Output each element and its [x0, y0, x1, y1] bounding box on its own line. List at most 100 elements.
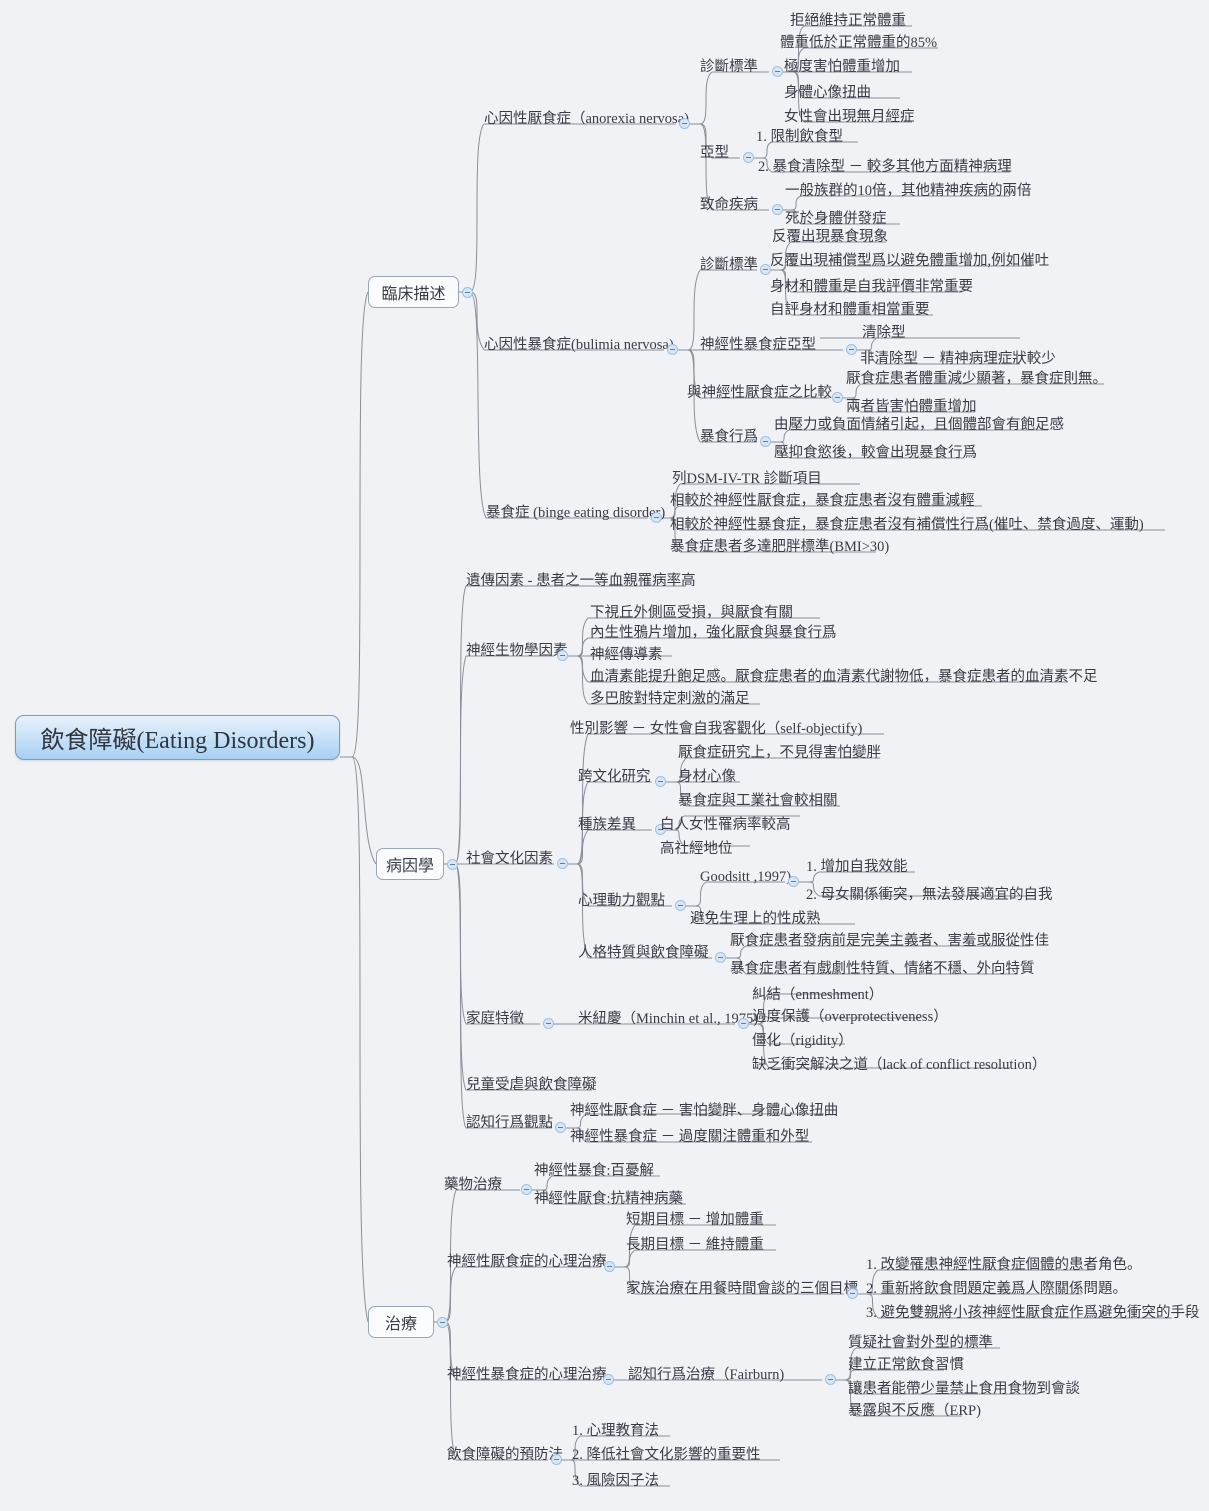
collapse-minus-icon-goodsitt[interactable] [788, 876, 799, 887]
collapse-minus-icon-cross-cultural[interactable] [655, 776, 666, 787]
branch-clinical-description[interactable]: 臨床描述 [368, 276, 459, 308]
node-bn-c3[interactable]: 身材和體重是自我評價非常重要 [770, 279, 973, 295]
collapse-minus-icon-bn-compare[interactable] [832, 392, 843, 403]
node-fairburn-4[interactable]: 暴露與不反應（ERP) [848, 1403, 981, 1419]
collapse-minus-icon-family[interactable] [543, 1018, 554, 1029]
collapse-minus-icon-bn-subtype[interactable] [846, 344, 857, 355]
node-bed-2[interactable]: 相較於神經性厭食症，暴食症患者沒有體重減輕 [670, 493, 975, 509]
node-nb-5[interactable]: 多巴胺對特定刺激的滿足 [590, 691, 750, 707]
node-an-subtype-2[interactable]: 2. 暴食清除型 － 較多其他方面精神病理 [758, 159, 1012, 175]
node-fairburn-2[interactable]: 建立正常飲食習慣 [848, 1357, 964, 1373]
collapse-minus-icon-an-subtype[interactable] [743, 152, 754, 163]
collapse-minus-icon-cbt-view[interactable] [555, 1122, 566, 1133]
branch-etiology[interactable]: 病因學 [376, 848, 444, 880]
node-cross-cultural-1[interactable]: 厭食症研究上，不見得害怕變胖 [678, 745, 881, 761]
node-an-subtype-1[interactable]: 1. 限制飲食型 [756, 129, 843, 145]
collapse-minus-icon-drug[interactable] [521, 1184, 532, 1195]
node-bn-c2[interactable]: 反覆出現補償型爲以避免體重增加,例如催吐 [770, 253, 1050, 269]
node-prevention[interactable]: 飲食障礙的預防法 [447, 1447, 563, 1463]
node-an-fatal-1[interactable]: 一般族群的10倍，其他精神疾病的兩倍 [785, 183, 1032, 199]
node-racial-differences[interactable]: 種族差異 [578, 817, 636, 833]
node-family-characteristics[interactable]: 家庭特徵 [466, 1011, 524, 1027]
node-anorexia-psychotherapy[interactable]: 神經性厭食症的心理治療 [447, 1254, 607, 1270]
node-bn-binge-behavior[interactable]: 暴食行爲 [700, 429, 758, 445]
collapse-minus-icon-prevention[interactable] [551, 1454, 562, 1465]
node-cbt-view-2[interactable]: 神經性暴食症 － 過度關注體重和外型 [570, 1129, 810, 1145]
node-nb-3[interactable]: 神經傳導素 [590, 647, 663, 663]
node-an-c4[interactable]: 身體心像扭曲 [784, 85, 871, 101]
node-an-c5[interactable]: 女性會出現無月經症 [784, 109, 915, 125]
node-bn-behavior-1[interactable]: 由壓力或負面情緒引起，且個體部會有飽足感 [774, 417, 1064, 433]
collapse-minus-icon-treatment[interactable] [437, 1317, 448, 1328]
node-prevention-2[interactable]: 2. 降低社會文化影響的重要性 [572, 1447, 761, 1463]
collapse-minus-icon-neurobio[interactable] [557, 650, 568, 661]
node-cross-cultural-3[interactable]: 暴食症與工業社會較相關 [678, 793, 838, 809]
collapse-minus-icon-psychodynamic[interactable] [675, 900, 686, 911]
node-family-2[interactable]: 過度保護（overprotectiveness） [752, 1009, 948, 1025]
collapse-minus-icon-family-therapy[interactable] [847, 1288, 858, 1299]
node-cbt-view-1[interactable]: 神經性厭食症 － 害怕變胖、身體心像扭曲 [570, 1103, 839, 1119]
collapse-minus-icon-bn-therapy[interactable] [603, 1374, 614, 1385]
node-an-therapy-long-goal[interactable]: 長期目標 － 維持體重 [626, 1237, 764, 1253]
collapse-minus-icon-personality[interactable] [715, 952, 726, 963]
node-an-fatal-2[interactable]: 死於身體併發症 [785, 211, 887, 227]
node-fairburn-3[interactable]: 讓患者能帶少量禁止食用食物到會談 [848, 1381, 1080, 1397]
node-family-therapy-goal-1[interactable]: 1. 改變罹患神經性厭食症個體的患者角色。 [866, 1257, 1142, 1273]
node-prevention-3[interactable]: 3. 風險因子法 [572, 1473, 659, 1489]
node-bed-4[interactable]: 暴食症患者多達肥胖標準(BMI>30) [670, 539, 890, 555]
node-neurobiological-factors[interactable]: 神經生物學因素 [466, 643, 568, 659]
node-family-3[interactable]: 僵化（rigidity） [752, 1033, 853, 1049]
node-personality-traits[interactable]: 人格特質與飲食障礙 [578, 945, 709, 961]
node-bn-subtype[interactable]: 神經性暴食症亞型 [700, 337, 816, 353]
node-bulimia-psychotherapy[interactable]: 神經性暴食症的心理治療 [447, 1367, 607, 1383]
node-bn-c1[interactable]: 反覆出現暴食現象 [772, 229, 888, 245]
node-an-c2[interactable]: 體重低於正常體重的85% [780, 35, 938, 51]
node-family-therapy-goal-2[interactable]: 2. 重新將飲食問題定義爲人際關係問題。 [866, 1281, 1127, 1297]
node-family-4[interactable]: 缺乏衝突解決之道（lack of conflict resolution） [752, 1057, 1047, 1073]
collapse-minus-icon-race[interactable] [655, 824, 666, 835]
collapse-minus-icon-bn-criteria[interactable] [760, 264, 771, 275]
node-goodsitt-1[interactable]: 1. 增加自我效能 [806, 859, 908, 875]
node-fairburn-1[interactable]: 質疑社會對外型的標準 [848, 1335, 993, 1351]
node-gender-influence[interactable]: 性別影響 － 女性會自我客觀化（self-objectify) [570, 721, 863, 737]
node-bn-compare-1[interactable]: 厭食症患者體重減少顯著，暴食症則無。 [846, 371, 1107, 387]
node-drug-therapy[interactable]: 藥物治療 [444, 1177, 502, 1193]
node-personality-2[interactable]: 暴食症患者有戲劇性特質、情緒不穩、外向特質 [730, 961, 1035, 977]
node-personality-1[interactable]: 厭食症患者發病前是完美主義者、害羞或服從性佳 [730, 933, 1049, 949]
node-drug-1[interactable]: 神經性暴食:百憂解 [534, 1163, 655, 1179]
collapse-minus-icon-an-therapy[interactable] [604, 1261, 615, 1272]
node-nb-1[interactable]: 下視丘外側區受損，與厭食有關 [590, 605, 793, 621]
node-bn-c4[interactable]: 自評身材和體重相當重要 [770, 302, 930, 318]
node-family-1[interactable]: 糾結（enmeshment） [752, 987, 884, 1003]
node-bn-comparison[interactable]: 與神經性厭食症之比較 [687, 385, 832, 401]
node-nb-4[interactable]: 血清素能提升飽足感。厭食症患者的血清素代謝物低，暴食症患者的血清素不足 [590, 669, 1098, 685]
node-bn-compare-2[interactable]: 兩者皆害怕體重增加 [846, 399, 977, 415]
node-fairburn-cbt[interactable]: 認知行爲治療（Fairburn) [628, 1367, 785, 1383]
collapse-minus-icon-an-fatal[interactable] [772, 204, 783, 215]
collapse-minus-icon-fairburn[interactable] [825, 1374, 836, 1385]
collapse-minus-icon-bn-behavior[interactable] [760, 436, 771, 447]
node-race-2[interactable]: 高社經地位 [660, 841, 733, 857]
node-minchin-citation[interactable]: 米紐慶（Minchin et al., 1975) [578, 1011, 759, 1027]
branch-treatment[interactable]: 治療 [368, 1306, 434, 1338]
collapse-minus-icon-minchin[interactable] [738, 1018, 749, 1029]
node-race-1[interactable]: 白人女性罹病率較高 [660, 817, 791, 833]
root-node[interactable]: 飲食障礙(Eating Disorders) [15, 715, 340, 760]
collapse-minus-icon-anorexia[interactable] [679, 118, 690, 129]
node-psychodynamic-view[interactable]: 心理動力觀點 [578, 893, 665, 909]
node-bulimia-nervosa[interactable]: 心因性暴食症(bulimia nervosa) [484, 337, 674, 353]
node-bn-subtype-1[interactable]: 清除型 [862, 325, 906, 341]
node-bed-1[interactable]: 列DSM-IV-TR 診斷項目 [672, 471, 822, 487]
node-bed-3[interactable]: 相較於神經性暴食症，暴食症患者沒有補償性行爲(催吐、禁食過度、運動) [670, 517, 1144, 533]
node-psychodynamic-2[interactable]: 避免生理上的性成熟 [690, 911, 821, 927]
node-bn-behavior-2[interactable]: 壓抑食慾後，較會出現暴食行爲 [774, 445, 977, 461]
node-prevention-1[interactable]: 1. 心理教育法 [572, 1423, 659, 1439]
collapse-minus-icon-etiology[interactable] [447, 859, 458, 870]
node-goodsitt-2[interactable]: 2. 母女關係衝突，無法發展適宜的自我 [806, 887, 1053, 903]
node-genetic-factors[interactable]: 遺傳因素 - 患者之一等血親罹病率高 [466, 573, 696, 589]
node-bn-subtype-2[interactable]: 非清除型 － 精神病理症狀較少 [860, 351, 1056, 367]
collapse-minus-icon-bulimia[interactable] [667, 344, 678, 355]
node-cross-cultural-research[interactable]: 跨文化研究 [578, 769, 651, 785]
node-binge-eating-disorder[interactable]: 暴食症 (binge eating disorder) [486, 505, 666, 521]
node-child-abuse[interactable]: 兒童受虐與飲食障礙 [466, 1077, 597, 1093]
